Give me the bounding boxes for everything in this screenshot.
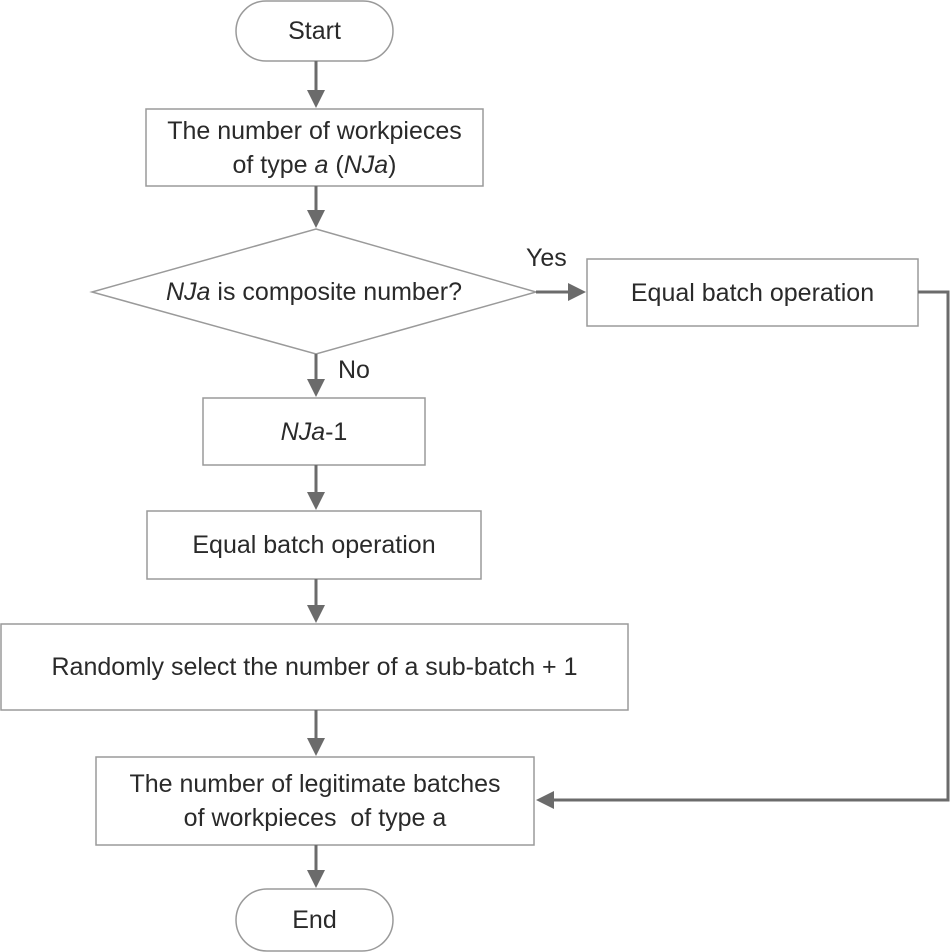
start-label: Start (288, 17, 341, 45)
workpiece-count-line2: of type a (NJa) (232, 150, 397, 179)
legitimate-batches-line1: The number of legitimate batches (129, 770, 501, 798)
end-terminal (235, 888, 394, 952)
equal-batch-yes-label: Equal batch operation (630, 278, 875, 307)
connector-yes-branch-to-result (536, 290, 950, 809)
random-select-label: Randomly select the number of a sub-batc… (51, 653, 578, 681)
connector-result-to-end (307, 845, 325, 888)
connector-decision-yes (536, 283, 586, 301)
workpiece-count-line1: The number of workpieces (167, 116, 462, 145)
decrement-box (202, 397, 426, 466)
decrement-label: NJa-1 (280, 417, 348, 446)
legitimate-batches-label: The number of legitimate batches of work… (96, 757, 534, 845)
composite-decision-label: NJa is composite number? (166, 278, 462, 306)
legitimate-batches-line2: of workpieces of type a (183, 804, 447, 832)
workpiece-count-box (145, 108, 484, 187)
connector-equal-to-random (307, 579, 325, 623)
connector-count-to-decision (307, 186, 325, 228)
yes-edge-label: Yes (526, 244, 567, 272)
equal-batch-no-label: Equal batch operation (192, 531, 436, 559)
connector-random-to-result (307, 710, 325, 756)
connector-decrement-to-equal (307, 465, 325, 510)
end-label: End (292, 906, 337, 934)
equal-batch-no-box (146, 510, 482, 580)
workpiece-count-label: The number of workpieces of type a (NJa) (146, 109, 483, 186)
connector-start-to-count (307, 61, 325, 108)
equal-batch-yes-box (586, 258, 919, 327)
legitimate-batches-box (95, 756, 535, 846)
connector-decision-no (307, 354, 325, 397)
no-edge-label: No (338, 356, 370, 384)
random-select-box (0, 623, 629, 711)
